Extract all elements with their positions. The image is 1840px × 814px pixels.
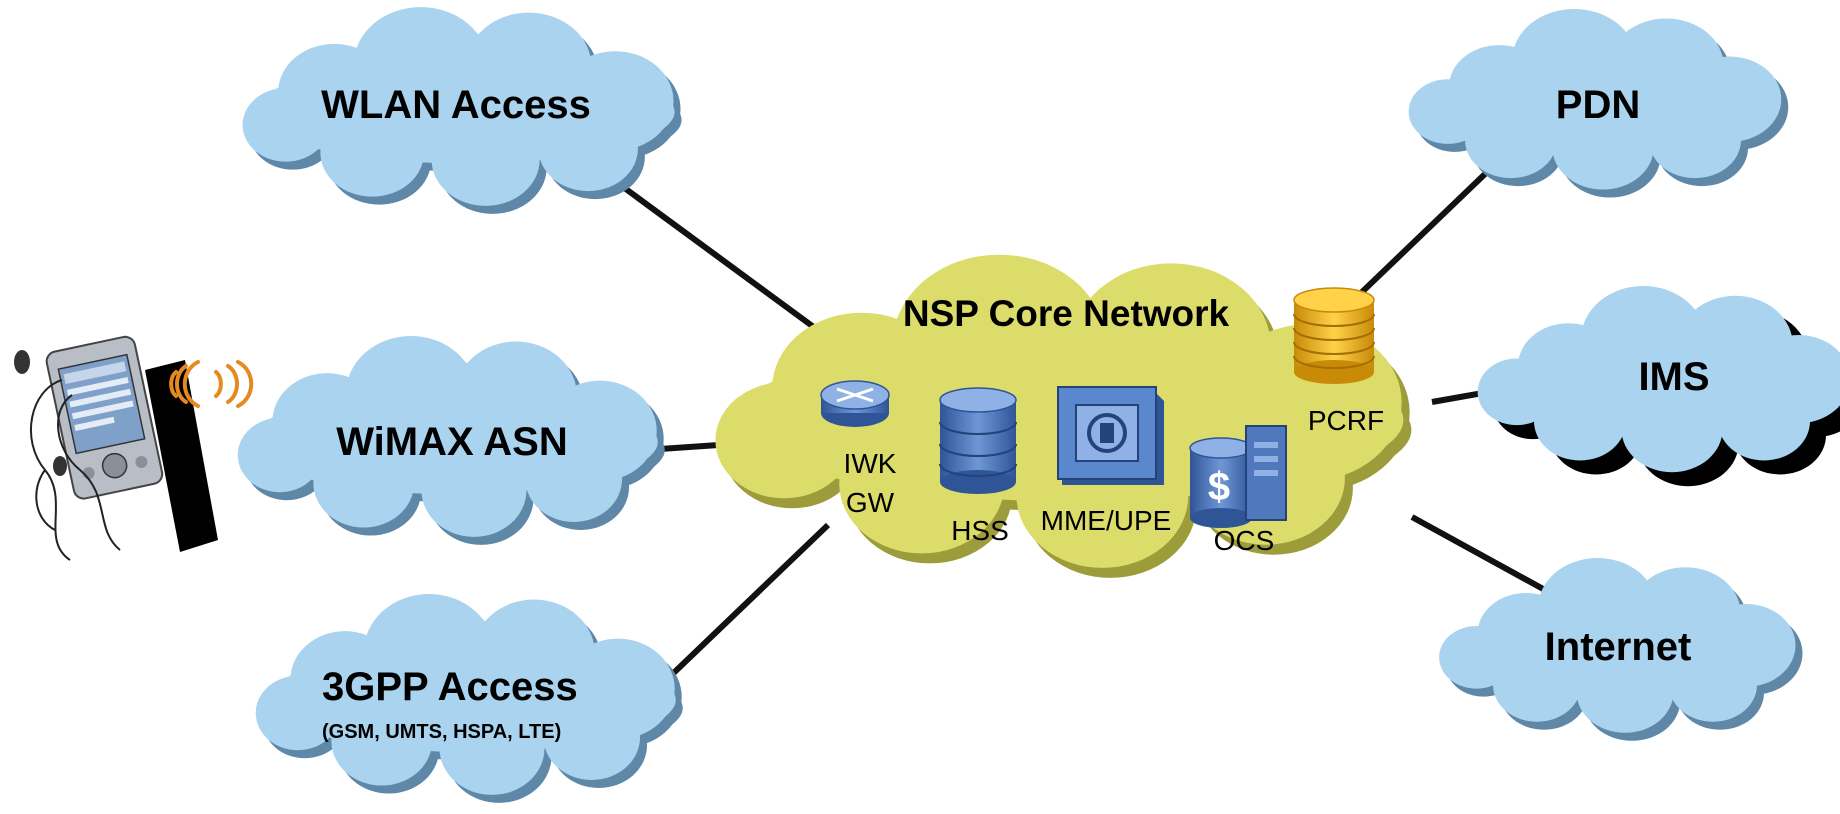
pcrf-database-icon (1293, 287, 1375, 384)
wimax-asn-label: WiMAX ASN (336, 420, 567, 464)
ocs-dollar-symbol: $ (1208, 465, 1230, 509)
cloud-wlan-access: WLAN Access (242, 7, 682, 214)
cloud-ims: IMS (1477, 286, 1840, 487)
3gpp-access-sublabel: (GSM, UMTS, HSPA, LTE) (322, 721, 561, 743)
link-wlan-core (598, 167, 817, 331)
mme-server-icon (1057, 386, 1164, 485)
mme-upe-label: MME/UPE (1041, 505, 1172, 536)
wlan-access-label: WLAN Access (321, 83, 591, 127)
iwk-gw-label-line1: IWK (844, 448, 897, 479)
internet-label: Internet (1545, 625, 1692, 669)
link-core-internet (1410, 514, 1547, 593)
database-icon (939, 387, 1017, 494)
cloud-internet: Internet (1439, 558, 1803, 741)
3gpp-access-label: 3GPP Access (322, 665, 578, 709)
pda-device-icon (14, 335, 218, 561)
iwk-gw-label-line2: GW (846, 487, 895, 518)
ocs-server-icon: $ (1189, 425, 1287, 528)
wireless-signal-icon (169, 360, 254, 408)
cloud-3gpp-access: 3GPP Access (GSM, UMTS, HSPA, LTE) (255, 593, 683, 803)
router-icon (820, 380, 890, 427)
pcrf-label: PCRF (1308, 405, 1384, 436)
hss-label: HSS (951, 515, 1009, 546)
cloud-wimax-asn: WiMAX ASN (237, 335, 665, 545)
ocs-label: OCS (1214, 525, 1275, 556)
ims-label: IMS (1638, 355, 1709, 399)
pdn-label: PDN (1556, 83, 1640, 127)
cloud-pdn: PDN (1408, 8, 1789, 198)
core-network-title: NSP Core Network (903, 293, 1230, 334)
link-3gpp-core (657, 522, 831, 689)
cloud-core-network: NSP Core Network (715, 254, 1412, 578)
